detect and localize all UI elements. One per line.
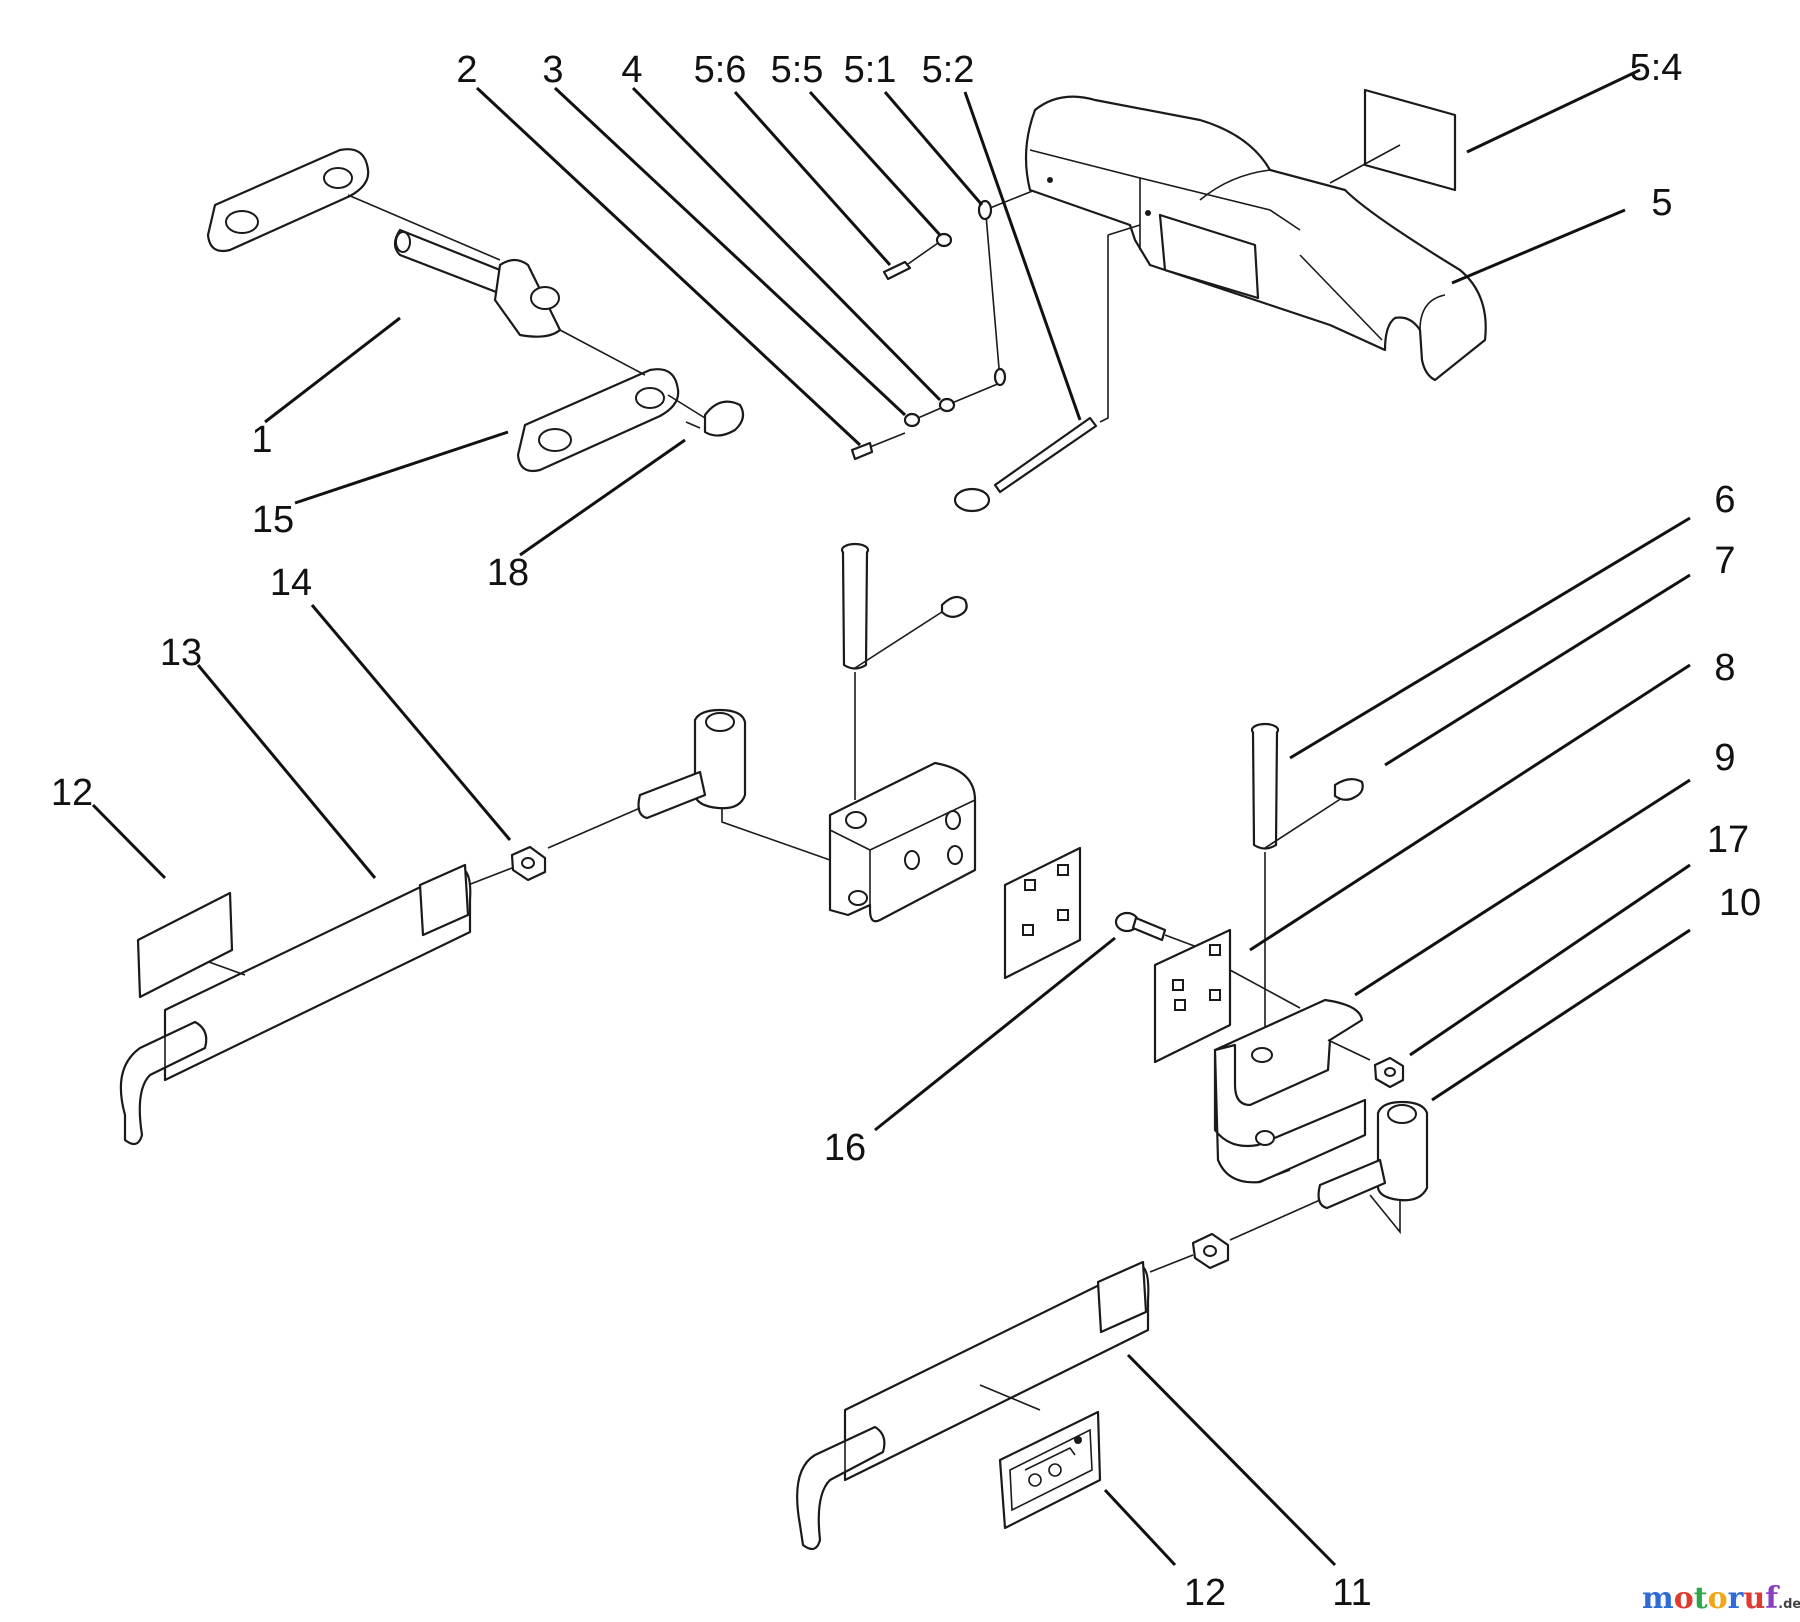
watermark-letter: o [1708,1581,1728,1616]
callout-1: 1 [251,419,272,461]
watermark-letter: t [1694,1581,1708,1616]
callout-7: 7 [1714,540,1735,582]
watermark-letter: u [1743,1581,1765,1616]
left-roller [547,708,831,861]
housing [1024,95,1487,382]
ring-pin [953,224,1141,513]
watermark-letter: r [1728,1581,1745,1616]
callout-12-right: 12 [1184,1572,1226,1614]
callout-5-1: 5:1 [844,49,897,91]
callout-5-5: 5:5 [771,49,824,91]
link-assembly [206,148,745,473]
callout-16: 16 [824,1127,866,1169]
right-lever [796,1260,1150,1551]
part-drawings [119,88,1487,1551]
right-nut-17 [1373,1056,1405,1089]
callout-5-4: 5:4 [1630,47,1683,89]
decal-5-4 [1329,88,1457,192]
callout-9: 9 [1714,737,1735,779]
callout-8: 8 [1714,647,1735,689]
callout-2: 2 [456,49,477,91]
callout-18: 18 [487,552,529,594]
callout-12-left: 12 [51,772,93,814]
right-decal [998,1410,1102,1530]
callout-11: 11 [1332,1572,1371,1614]
leader-lines [91,68,1691,1567]
svg-text:motoruf.de: motoruf.de [1642,1581,1800,1616]
left-nut [467,845,547,886]
watermark-letter: o [1674,1581,1694,1616]
callout-5-2: 5:2 [922,49,975,91]
right-roller [1229,1100,1429,1241]
left-clevis-pin [840,542,968,800]
left-lever [119,863,472,1146]
callout-10: 10 [1719,882,1761,924]
left-plate [1003,846,1082,980]
callout-13: 13 [160,632,202,674]
watermark-letter: m [1642,1581,1674,1616]
right-bracket [1213,998,1371,1184]
right-clevis-pin [1250,722,1364,1050]
watermark-logo: motoruf.de [1642,1581,1800,1616]
callout-14: 14 [270,562,312,604]
left-bracket [828,761,977,923]
callout-6: 6 [1714,479,1735,521]
bolt-16 [1114,911,1206,951]
callout-labels: 1 2 3 4 5:6 5:5 5:1 5:2 5:4 5 15 18 14 1… [51,47,1761,1614]
right-nut-lower [1149,1232,1230,1273]
callout-5: 5 [1651,182,1672,224]
left-decal [136,891,234,999]
callout-3: 3 [542,49,563,91]
callout-5-6: 5:6 [694,49,747,91]
hardware-small [850,187,1041,461]
callout-17: 17 [1707,819,1749,861]
watermark-suffix: .de [1778,1597,1800,1612]
callout-4: 4 [621,49,642,91]
right-plate [1153,928,1301,1064]
callout-15: 15 [252,499,294,541]
watermark-letter: f [1765,1581,1780,1616]
